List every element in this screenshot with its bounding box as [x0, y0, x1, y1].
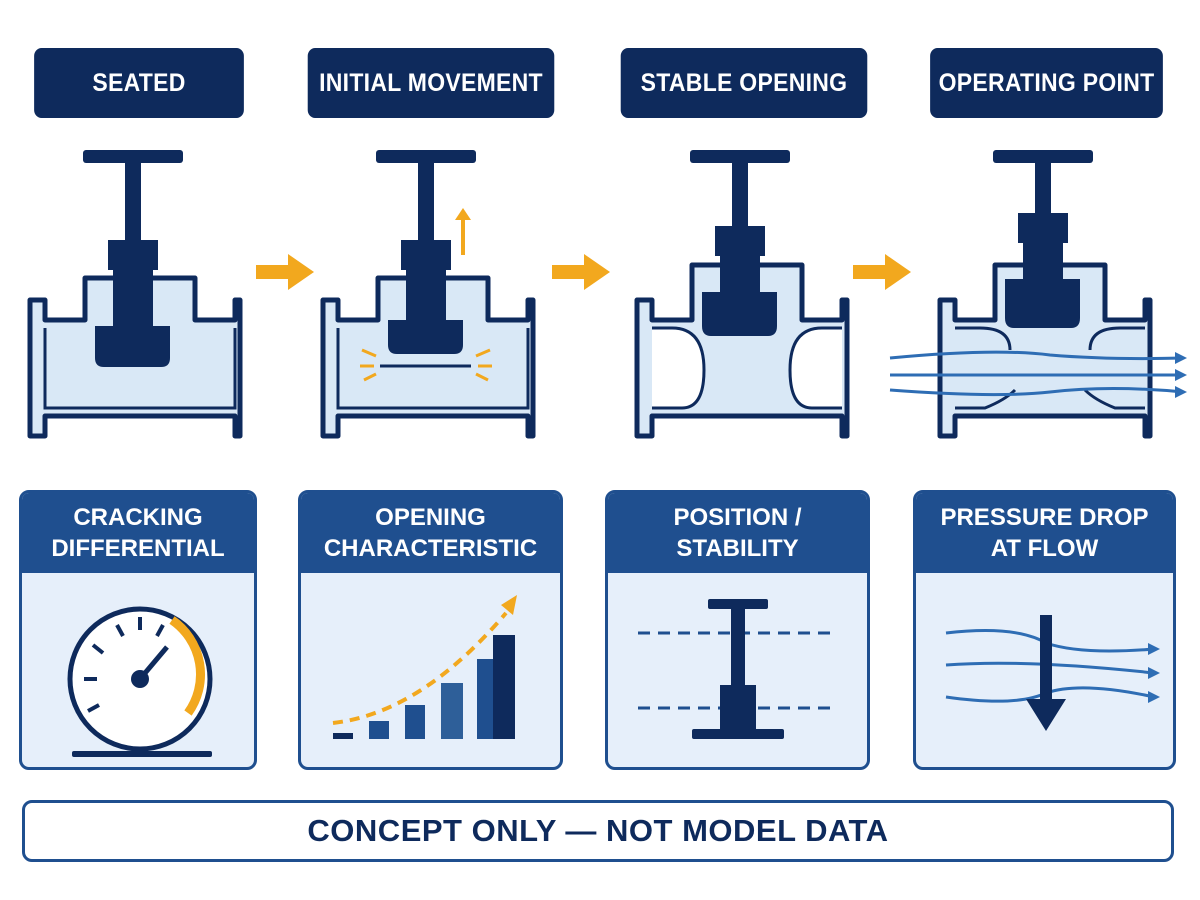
card-title-line1: PRESSURE DROP: [940, 504, 1149, 531]
valve-seated-icon: [27, 150, 243, 439]
valve-stable-opening-icon: [634, 150, 850, 439]
card-title-line1: CRACKING: [73, 504, 203, 531]
card-title-line1: OPENING: [375, 504, 486, 531]
valve-initial-movement-icon: [320, 150, 536, 439]
flow-pressure-drop-icon: [945, 615, 1160, 731]
card-title-line2: DIFFERENTIAL: [51, 535, 225, 562]
card-title-line2: AT FLOW: [990, 535, 1099, 562]
concept-disclaimer-banner: CONCEPT ONLY — NOT MODEL DATA: [22, 800, 1174, 862]
card-title-line2: CHARACTERISTIC: [323, 535, 538, 562]
stage-arrow-1-icon: [256, 254, 314, 290]
disclaimer-text: CONCEPT ONLY — NOT MODEL DATA: [307, 813, 889, 848]
card-position-stability: POSITION / STABILITY: [605, 490, 870, 770]
card-title: CRACKING DIFFERENTIAL: [22, 493, 254, 573]
card-title: PRESSURE DROP AT FLOW: [916, 493, 1173, 573]
stage-arrow-3-icon: [853, 254, 911, 290]
card-opening-characteristic: OPENING CHARACTERISTIC: [298, 490, 563, 770]
rising-bars-icon: [332, 595, 517, 739]
stage-header-stable-opening: STABLE OPENING: [620, 48, 868, 118]
card-title-line2: STABILITY: [676, 535, 799, 562]
card-title-line1: POSITION /: [673, 504, 802, 531]
stage-header-initial-movement: INITIAL MOVEMENT: [307, 48, 555, 118]
stem-position-icon: [638, 599, 838, 739]
stage-arrow-2-icon: [552, 254, 610, 290]
valve-operating-point-icon: [889, 150, 1187, 439]
card-title: OPENING CHARACTERISTIC: [301, 493, 560, 573]
card-pressure-drop-at-flow: PRESSURE DROP AT FLOW: [913, 490, 1176, 770]
pressure-gauge-icon: [67, 606, 213, 757]
stage-header-operating-point: OPERATING POINT: [930, 48, 1163, 118]
card-cracking-differential: CRACKING DIFFERENTIAL: [19, 490, 257, 770]
stage-header-seated: SEATED: [34, 48, 244, 118]
card-title: POSITION / STABILITY: [608, 493, 867, 573]
